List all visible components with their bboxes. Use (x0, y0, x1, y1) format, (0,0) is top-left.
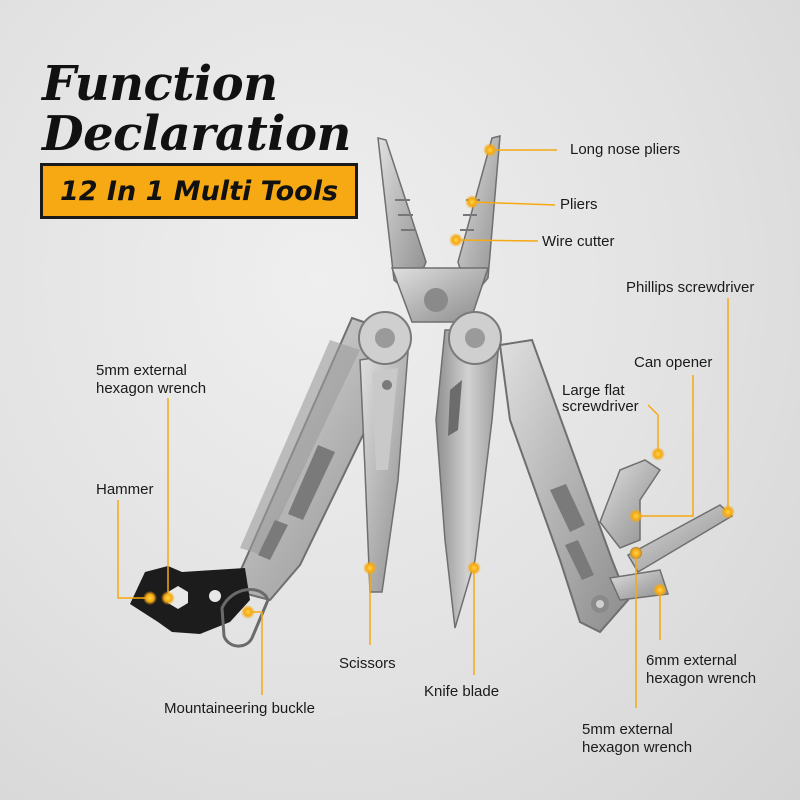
label-hex-6mm-2: hexagon wrench (646, 670, 757, 687)
label-phillips-screwdriver: Phillips screwdriver (626, 279, 755, 296)
left-handle-cutout-2 (258, 520, 288, 560)
label-hex-6mm-1: 6mm external (646, 652, 737, 669)
left-handle-cutout-1 (288, 445, 335, 520)
mountaineering-buckle (220, 588, 270, 648)
dot-hex-6mm (653, 583, 667, 597)
label-knife-blade: Knife blade (424, 683, 500, 700)
dot-knife (467, 561, 481, 575)
badge-text: 12 In 1 Multi Tools (59, 175, 339, 207)
label-hammer: Hammer (96, 481, 154, 498)
dot-hammer (143, 591, 157, 605)
dot-can-opener (629, 509, 643, 523)
right-handle (498, 338, 630, 634)
label-wire-cutter: Wire cutter (542, 233, 615, 250)
label-large-flat-screwdriver-2: screwdriver (562, 398, 639, 415)
dot-hex-5mm-left (161, 591, 175, 605)
dot-hex-5mm-bottom (629, 546, 643, 560)
label-hex-5mm-bottom-2: hexagon wrench (582, 739, 693, 756)
label-can-opener: Can opener (634, 354, 713, 371)
title-line-1: Function (42, 56, 278, 112)
label-hex-5mm-left-1: 5mm external (96, 362, 187, 379)
callout-dots (143, 143, 735, 619)
title-line-2: Declaration (42, 106, 351, 162)
phillips-screwdriver (626, 504, 734, 574)
dot-phillips (721, 505, 735, 519)
knife-blade (435, 329, 501, 629)
dot-long-nose-pliers (483, 143, 497, 157)
dot-wire-cutter (449, 233, 463, 247)
hex-hole (168, 586, 188, 609)
pliers-jaws (377, 135, 501, 323)
right-handle-cutout-2 (565, 540, 594, 580)
product-badge: 12 In 1 Multi Tools (40, 163, 358, 219)
leader-lines (117, 149, 729, 708)
can-opener (599, 459, 662, 549)
label-pliers: Pliers (560, 196, 598, 213)
label-long-nose-pliers: Long nose pliers (570, 141, 681, 158)
label-hex-5mm-bottom-1: 5mm external (582, 721, 673, 738)
dot-scissors (363, 561, 377, 575)
label-hex-5mm-left-2: hexagon wrench (96, 380, 207, 397)
dot-pliers (465, 195, 479, 209)
hammer-head (130, 566, 250, 634)
label-large-flat-screwdriver-1: Large flat (562, 382, 625, 399)
scissors (359, 351, 409, 593)
right-handle-cutout-1 (550, 484, 585, 532)
dot-buckle (241, 605, 255, 619)
dot-flat-screwdriver (651, 447, 665, 461)
label-scissors: Scissors (339, 655, 396, 672)
label-mountaineering-buckle: Mountaineering buckle (164, 700, 315, 717)
